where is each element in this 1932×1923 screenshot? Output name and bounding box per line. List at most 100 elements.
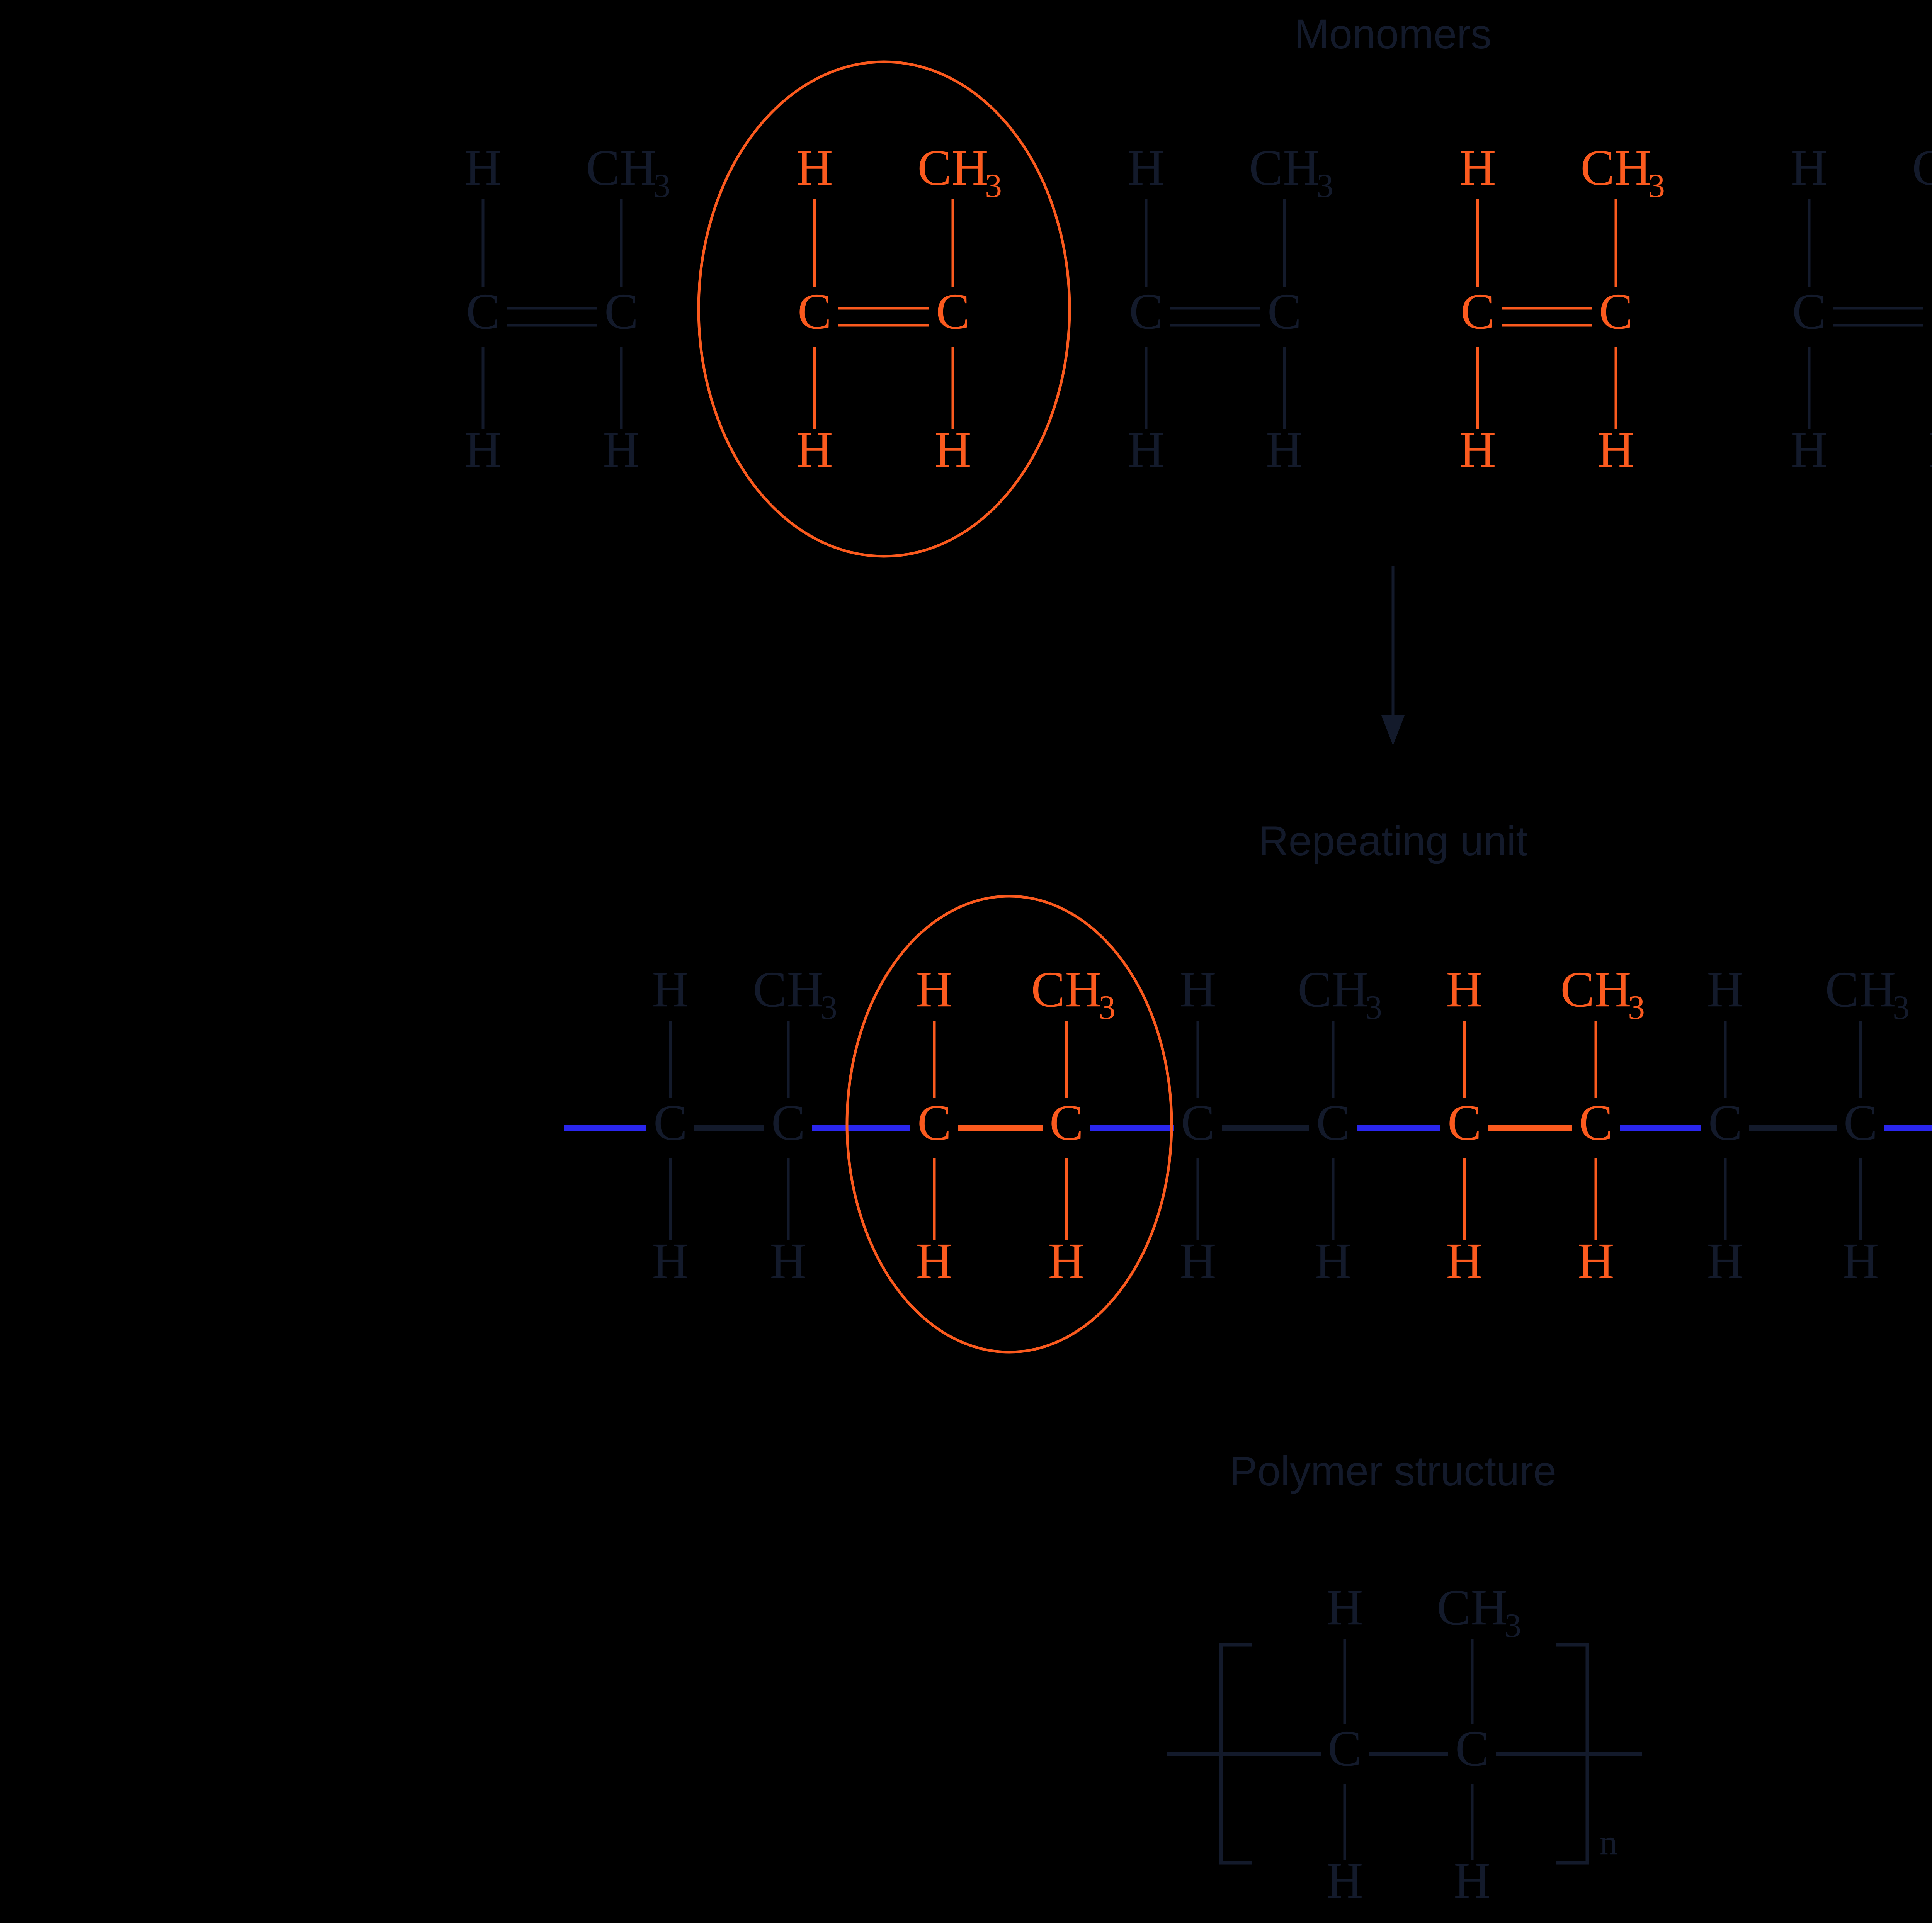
atom-carbon-left: C [1181, 1094, 1215, 1151]
atom-carbon-right: C [1844, 1094, 1878, 1151]
repeating-unit-highlight-ellipse [845, 895, 1173, 1354]
svg-text:3: 3 [1648, 167, 1665, 205]
atom-methyl-top-right: CH3 [1249, 139, 1333, 205]
atom-bottom-left: H [464, 421, 501, 478]
svg-text:CH: CH [1298, 961, 1368, 1018]
atom-methyl-top-right: CH3 [1437, 1579, 1521, 1644]
atom-carbon-left: C [1129, 283, 1163, 340]
svg-text:3: 3 [1316, 167, 1333, 205]
atom-carbon-right: C [1455, 1720, 1489, 1777]
atom-bottom-left: H [652, 1232, 689, 1289]
atom-carbon-right: C [1930, 283, 1932, 340]
downward-arrow-icon [1381, 566, 1405, 746]
atom-bottom-right: H [603, 421, 639, 478]
atom-top-left: H [916, 961, 952, 1018]
atom-carbon-right: C [1316, 1094, 1350, 1151]
atom-carbon-left: C [798, 283, 832, 340]
atom-carbon-left: C [1447, 1094, 1481, 1151]
atom-carbon-left: C [653, 1094, 687, 1151]
svg-text:CH: CH [1560, 961, 1631, 1018]
atom-carbon-right: C [1579, 1094, 1613, 1151]
atom-methyl-top-right: CH3 [917, 139, 1002, 205]
atom-carbon-left: C [1328, 1720, 1362, 1777]
atom-bottom-right: H [1929, 421, 1932, 478]
atom-bottom-left: H [1446, 1232, 1483, 1289]
atom-bottom-left: H [1179, 1232, 1216, 1289]
atom-methyl-top-right: CH3 [1825, 961, 1910, 1026]
svg-text:3: 3 [820, 989, 837, 1026]
svg-text:CH: CH [1031, 961, 1102, 1018]
section-title-monomers: Monomers [1294, 10, 1492, 57]
atom-bottom-right: H [1315, 1232, 1351, 1289]
svg-text:CH: CH [1912, 139, 1932, 196]
atom-top-left: H [652, 961, 689, 1018]
atom-bottom-left: H [1128, 421, 1164, 478]
atom-top-left: H [1459, 139, 1496, 196]
atom-methyl-top-right: CH3 [1031, 961, 1116, 1026]
repeat-subscript-n: n [1600, 1823, 1617, 1862]
atom-carbon-right: C [936, 283, 970, 340]
atom-bottom-right: H [1048, 1232, 1085, 1289]
atom-carbon-left: C [1461, 283, 1495, 340]
atom-carbon-right: C [1049, 1094, 1083, 1151]
svg-text:CH: CH [917, 139, 988, 196]
section-title-polymer-structure: Polymer structure [1230, 1447, 1556, 1494]
bracket-right [1556, 1643, 1589, 1865]
atom-top-left: H [1128, 139, 1164, 196]
atom-carbon-left: C [1792, 283, 1826, 340]
svg-text:3: 3 [1365, 989, 1382, 1026]
atom-methyl-top-right: CH3 [753, 961, 837, 1026]
svg-text:3: 3 [1099, 989, 1116, 1026]
atom-methyl-top-right: CH3 [1560, 961, 1645, 1026]
atom-methyl-top-right: CH3 [586, 139, 670, 205]
atom-bottom-left: H [1459, 421, 1496, 478]
atom-bottom-right: H [1266, 421, 1303, 478]
atom-bottom-right: H [1842, 1232, 1879, 1289]
atom-top-left: H [464, 139, 501, 196]
svg-text:3: 3 [985, 167, 1002, 205]
atom-carbon-right: C [1599, 283, 1633, 340]
section-title-repeating-unit: Repeating unit [1259, 817, 1528, 864]
atom-bottom-right: H [1597, 421, 1634, 478]
atom-bottom-right: H [1454, 1852, 1490, 1909]
svg-text:3: 3 [1893, 989, 1910, 1026]
monomer-highlight-ellipse [697, 60, 1071, 558]
svg-text:3: 3 [653, 167, 670, 205]
atom-bottom-right: H [770, 1232, 806, 1289]
svg-text:CH: CH [753, 961, 823, 1018]
svg-text:CH: CH [1249, 139, 1320, 196]
atom-top-left: H [1179, 961, 1216, 1018]
atom-carbon-right: C [604, 283, 638, 340]
atom-bottom-left: H [1707, 1232, 1743, 1289]
svg-text:3: 3 [1628, 989, 1645, 1026]
atom-methyl-top-right: CH3 [1912, 139, 1932, 196]
svg-text:CH: CH [586, 139, 656, 196]
atom-top-left: H [1326, 1579, 1363, 1636]
atom-methyl-top-right: CH3 [1580, 139, 1665, 205]
atom-top-left: H [1791, 139, 1827, 196]
atom-top-left: H [1446, 961, 1483, 1018]
atom-bottom-left: H [1326, 1852, 1363, 1909]
atom-top-left: H [1707, 961, 1743, 1018]
atom-methyl-top-right: CH3 [1298, 961, 1382, 1026]
atom-carbon-right: C [771, 1094, 805, 1151]
atom-bottom-left: H [1791, 421, 1827, 478]
atom-bottom-right: H [934, 421, 971, 478]
atom-top-left: H [796, 139, 833, 196]
svg-text:CH: CH [1825, 961, 1896, 1018]
atom-carbon-right: C [1267, 283, 1301, 340]
atom-bottom-right: H [1577, 1232, 1614, 1289]
